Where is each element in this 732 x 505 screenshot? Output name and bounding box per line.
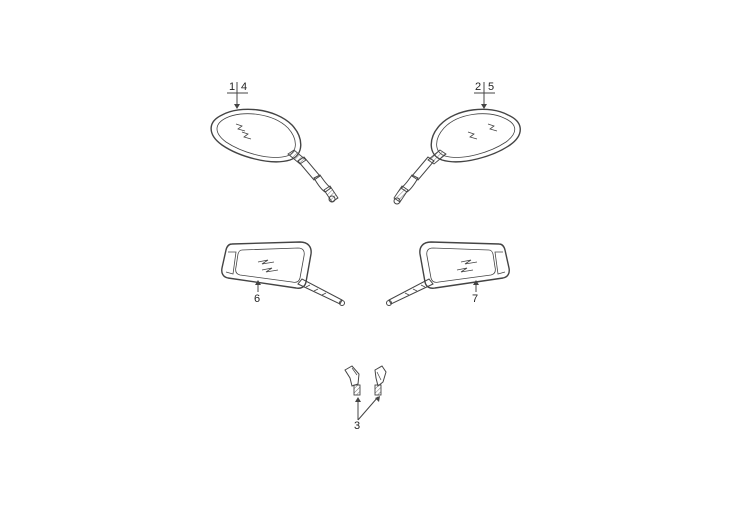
adapter-pair — [344, 365, 387, 421]
right-adapter-body — [374, 365, 387, 387]
left-rect-side-lens — [225, 251, 237, 275]
left-oval-reflection-b — [241, 131, 252, 140]
right-rect-side-lens — [494, 251, 506, 275]
callout-label-5: 5 — [488, 81, 495, 93]
callout-1-4-arrow — [234, 104, 240, 109]
left-adapter-thread — [353, 384, 361, 396]
left-rect-glass — [235, 247, 305, 283]
right-oval-housing — [430, 108, 521, 163]
right-rect-glass — [426, 247, 496, 283]
right-oval-bolt-end — [393, 197, 401, 205]
left-adapter-body — [344, 365, 360, 387]
callout-6-arrow — [255, 280, 261, 285]
right-oval-joint — [427, 149, 447, 165]
right-rect-stem-ribs — [404, 284, 426, 296]
right-rect-housing — [419, 241, 510, 289]
left-adapter-edge — [351, 367, 358, 376]
callout-3-arrow-b — [375, 396, 380, 402]
callout-label-2: 2 — [475, 81, 482, 93]
callout-label-6: 6 — [254, 293, 261, 305]
left-rect-stem — [297, 278, 343, 305]
left-oval-bolt-end — [328, 195, 336, 203]
left-rect-housing — [221, 241, 312, 289]
left-rect-reflection-a — [257, 259, 275, 265]
left-oval-bolt — [323, 185, 339, 203]
left-rectangular-mirror — [221, 241, 345, 306]
right-oval-stem-upper — [411, 156, 435, 181]
left-oval-housing — [210, 108, 302, 163]
right-oval-glass — [436, 113, 516, 158]
callout-label-3: 3 — [354, 420, 361, 432]
left-oval-reflection-a — [235, 123, 246, 132]
right-oval-reflection-b — [467, 131, 478, 140]
left-oval-glass — [216, 113, 296, 158]
callout-label-7: 7 — [472, 293, 479, 305]
left-rect-stem-ribs — [305, 284, 327, 296]
right-rect-reflection-b — [456, 267, 474, 273]
left-oval-stem-upper — [297, 156, 321, 181]
callout-label-1: 1 — [229, 81, 236, 93]
right-oval-reflection-a — [487, 123, 498, 132]
right-oval-bolt — [393, 185, 409, 203]
callout-label-4: 4 — [241, 81, 248, 93]
callout-3-leader-b — [357, 396, 379, 421]
right-rect-reflection-a — [460, 259, 478, 265]
callout-2-5-arrow — [481, 104, 487, 109]
left-rect-stem-end — [339, 300, 345, 306]
callout-7-arrow — [473, 280, 479, 285]
right-rect-stem — [388, 278, 434, 305]
left-rect-reflection-b — [261, 267, 279, 273]
left-oval-mirror — [210, 82, 339, 203]
callout-3-arrow-a — [355, 397, 361, 402]
right-rect-stem-end — [386, 300, 392, 306]
right-oval-mirror — [393, 82, 521, 205]
right-adapter-edge — [376, 371, 382, 381]
right-adapter-thread — [374, 384, 382, 396]
right-rectangular-mirror — [386, 241, 510, 306]
